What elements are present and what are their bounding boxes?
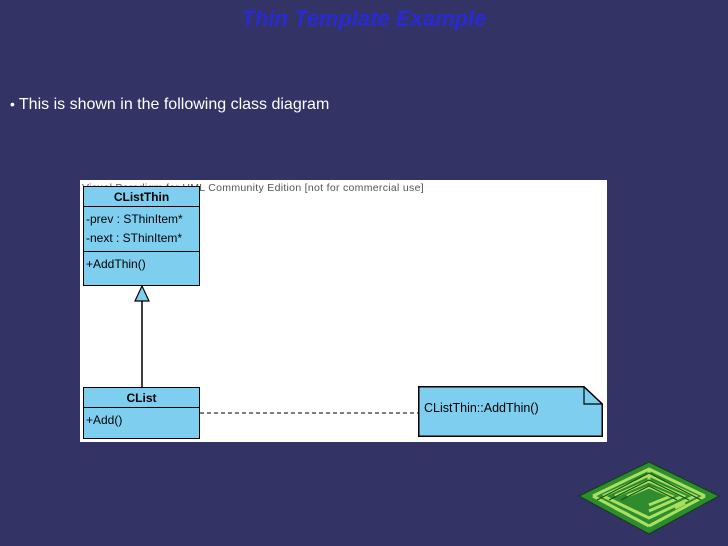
attribute-row: -prev : SThinItem* (86, 212, 183, 226)
green-maze-logo-icon (575, 458, 723, 543)
class-operations: +AddThin() (84, 252, 199, 277)
uml-note: CListThin::AddThin() (418, 386, 603, 437)
class-clist: CList +Add() (83, 387, 200, 439)
diagram-connectors (134, 284, 418, 414)
operation-row: +Add() (86, 413, 123, 427)
slide-title: Thin Template Example (241, 6, 487, 31)
class-operations: +Add() (84, 408, 199, 433)
operation-row: +AddThin() (86, 257, 146, 271)
inheritance-arrowhead (134, 284, 150, 302)
class-clistthin: CListThin -prev : SThinItem* -next : STh… (83, 186, 200, 286)
bullet-symbol: • (10, 96, 15, 112)
note-text: CListThin::AddThin() (424, 401, 539, 415)
class-diagram: Visual Paradigm for UML Community Editio… (80, 180, 607, 442)
class-name: CListThin (84, 187, 199, 207)
bullet-text: This is shown in the following class dia… (18, 96, 330, 113)
bullet-item: •This is shown in the following class di… (10, 96, 329, 114)
attribute-row: -next : SThinItem* (86, 231, 183, 245)
note-shape (418, 386, 603, 437)
class-name: CList (84, 388, 199, 408)
class-attributes: -prev : SThinItem* -next : SThinItem* (84, 207, 199, 252)
